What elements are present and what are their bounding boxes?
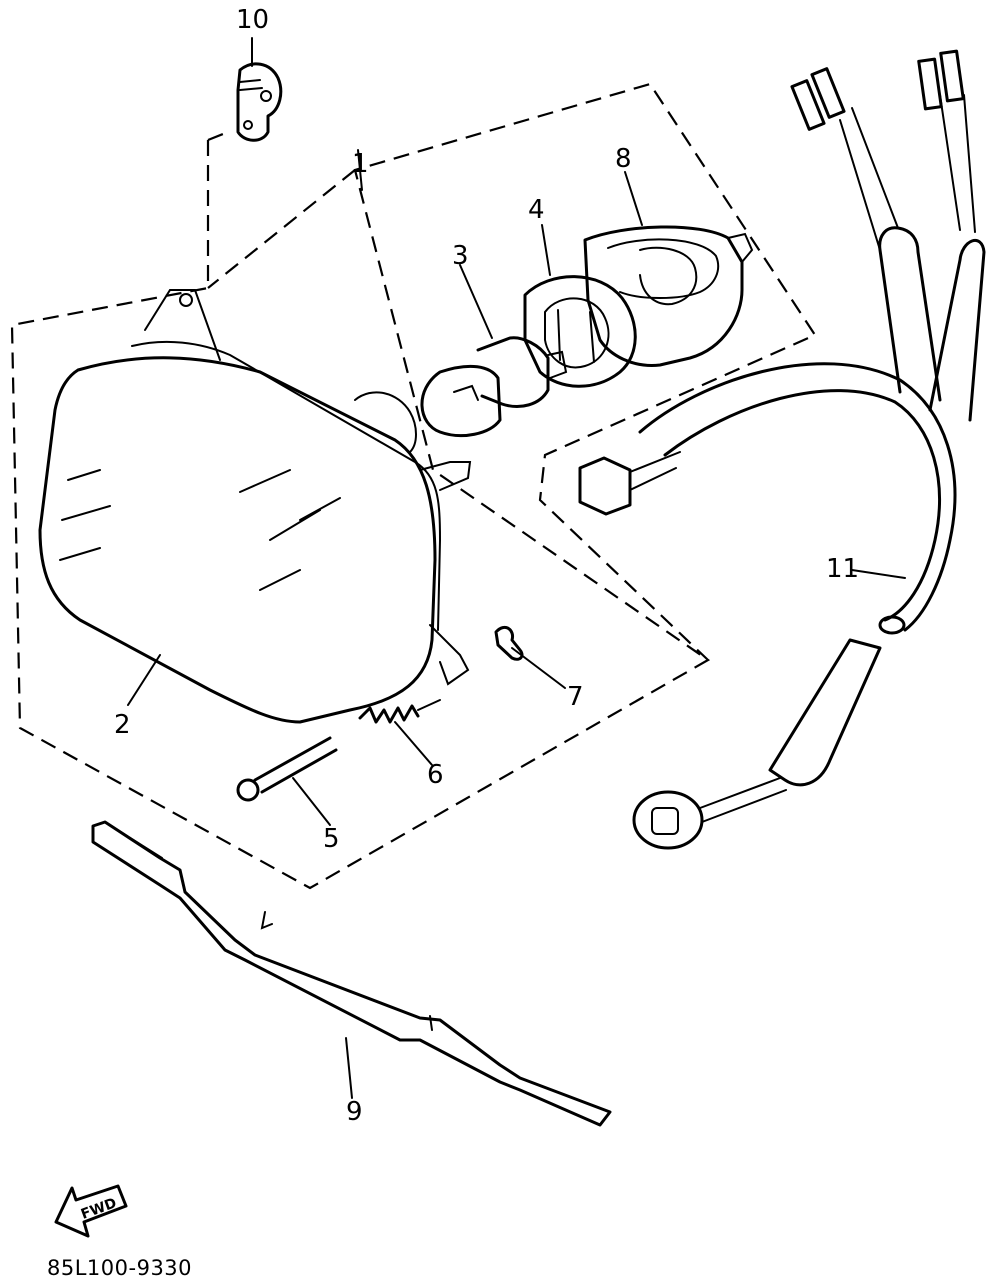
bulb-socket xyxy=(523,275,637,388)
leader-lines xyxy=(127,37,906,1099)
socket-cover xyxy=(583,225,754,367)
bulb xyxy=(420,336,568,438)
callout-9: 9 xyxy=(346,1097,363,1127)
fwd-arrow-label: FWD xyxy=(79,1195,119,1223)
assembly-boundary xyxy=(10,82,817,890)
callout-6: 6 xyxy=(427,760,444,790)
callout-labels: 1 2 3 4 5 6 7 8 9 10 11 xyxy=(114,5,859,1127)
assembly-boundary-left xyxy=(207,130,356,289)
cable-clamp xyxy=(236,62,283,142)
callout-2: 2 xyxy=(114,710,131,740)
clip xyxy=(494,626,524,661)
callout-7: 7 xyxy=(567,682,584,712)
lead-wire-harness xyxy=(578,49,986,850)
callout-3: 3 xyxy=(452,241,469,271)
callout-1: 1 xyxy=(352,149,369,179)
adjusting-screw xyxy=(236,736,338,802)
callout-8: 8 xyxy=(615,144,632,174)
headlight-unit xyxy=(38,289,472,724)
callout-5: 5 xyxy=(323,824,340,854)
mounting-bracket-strip xyxy=(91,820,612,1127)
callout-4: 4 xyxy=(528,195,545,225)
callout-11: 11 xyxy=(826,554,859,584)
figure-id: 85L100-9330 xyxy=(47,1256,193,1280)
fwd-arrow-icon: FWD xyxy=(54,1184,128,1238)
spring xyxy=(358,699,441,724)
callout-10: 10 xyxy=(236,5,269,35)
